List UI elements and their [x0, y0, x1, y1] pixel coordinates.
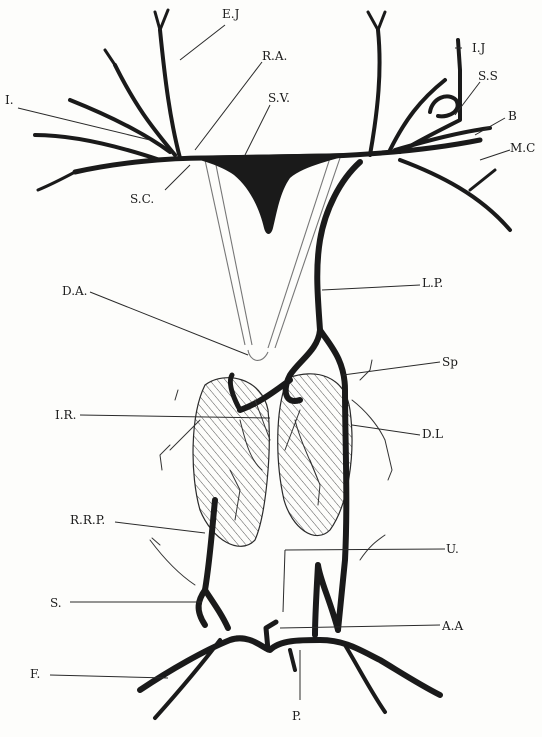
sinus-venosus: [185, 153, 355, 234]
label-ra: R.A.: [262, 49, 287, 63]
lungs: [193, 374, 352, 546]
label-da: D.A.: [62, 284, 88, 298]
label-i: I.: [5, 93, 14, 107]
label-lp: L.P.: [422, 276, 443, 290]
label-ir: I.R.: [55, 408, 76, 422]
label-p: P.: [292, 709, 301, 723]
label-aa: A.A: [441, 619, 463, 633]
vessels: [35, 10, 510, 718]
label-b: B: [508, 109, 517, 123]
label-rrp: R.R.P.: [70, 513, 105, 527]
label-f: F.: [30, 667, 40, 681]
label-ij: I.J: [472, 41, 486, 55]
label-ss: S.S: [478, 69, 498, 83]
label-sv: S.V.: [268, 91, 290, 105]
label-sp: Sp: [442, 355, 458, 369]
label-sc: S.C.: [130, 192, 154, 206]
label-ej: E.J: [222, 7, 240, 21]
label-mc: M.C: [510, 141, 535, 155]
label-dl: D.L: [422, 427, 443, 441]
label-u: U.: [446, 542, 459, 556]
label-s: S.: [50, 596, 62, 610]
leader-lines: [18, 25, 510, 700]
